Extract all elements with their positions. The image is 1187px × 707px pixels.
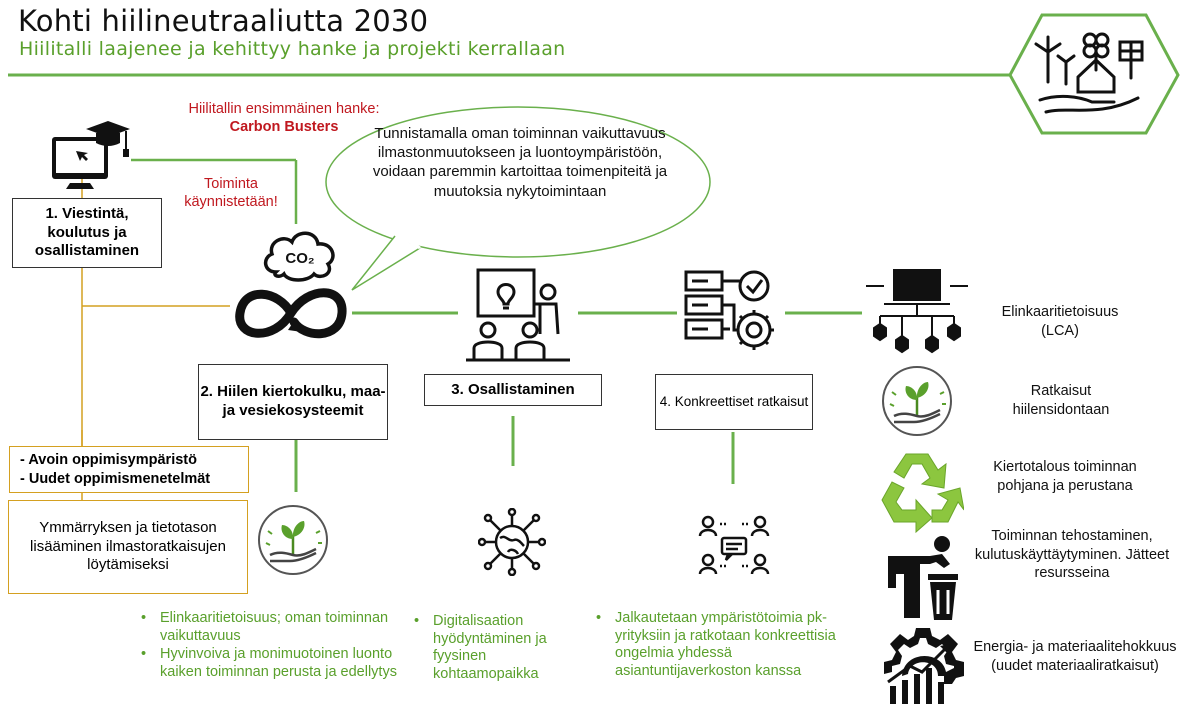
step-1-box: 1. Viestintä, koulutus ja osallistaminen — [12, 198, 162, 268]
right-label-lca: Elinkaaritietoisuus (LCA) — [1001, 304, 1119, 339]
learning-line-1: - Avoin oppimisympäristö — [20, 452, 197, 469]
step-4-label: 4. Konkreettiset ratkaisut — [659, 393, 809, 409]
first-project-intro: Hiilitallin ensimmäinen hanke: Carbon Bu… — [184, 100, 384, 136]
step-2-box: 2. Hiilen kiertokulku, maa- ja vesiekosy… — [198, 364, 388, 440]
understanding-box: Ymmärryksen ja tietotason lisääminen ilm… — [8, 500, 248, 594]
right-label-energy-materials: Energia- ja materiaalitehokkuus (uudet m… — [973, 639, 1177, 674]
presentation-audience-icon — [466, 268, 570, 362]
step-1-label: 1. Viestintä, koulutus ja osallistaminen — [34, 204, 140, 260]
first-project-line: Hiilitallin ensimmäinen hanke: — [188, 101, 380, 117]
page-title: Kohti hiilineutraaliutta 2030 — [18, 4, 429, 38]
first-project-name: Carbon Busters — [229, 119, 339, 136]
team-chat-icon — [698, 515, 770, 575]
bullet-item: Jalkautetaan ympäristötoimia pk-yrityksi… — [596, 610, 865, 681]
bullets-column-3: Digitalisaation hyödyntäminen ja fyysine… — [414, 613, 593, 685]
right-label-carbon-sequestration: Ratkaisut hiilensidontaan — [1012, 383, 1110, 418]
co2-text: CO₂ — [285, 250, 314, 267]
understanding-text: Ymmärryksen ja tietotason lisääminen ilm… — [30, 518, 226, 574]
step-3-label: 3. Osallistaminen — [451, 380, 575, 398]
bullets-column-2: Elinkaaritietoisuus; oman toiminnan vaik… — [141, 610, 408, 683]
right-label-circular-economy: Kiertotalous toiminnan pohjana ja perust… — [993, 459, 1137, 494]
hexagon-frame — [1008, 13, 1180, 135]
server-check-gear-icon — [684, 270, 774, 350]
computer-graduation-icon — [52, 121, 130, 189]
co2-cloud-icon: CO₂ — [263, 231, 335, 282]
speech-bubble-text: Tunnistamalla oman toiminnan vaikuttavuu… — [372, 125, 668, 200]
page-subtitle: Hiilitalli laajenee ja kehittyy hanke ja… — [19, 38, 566, 60]
person-trash-icon — [888, 536, 958, 620]
step-4-box: 4. Konkreettiset ratkaisut — [655, 374, 813, 430]
speech-bubble — [325, 106, 711, 258]
recycle-leaves-icon — [881, 453, 964, 534]
learning-environment-box: - Avoin oppimisympäristö - Uudet oppimis… — [9, 446, 249, 493]
gear-growth-chart-icon — [884, 628, 964, 704]
bullet-item: Digitalisaation hyödyntäminen ja fyysine… — [414, 613, 593, 684]
network-computer-icon — [866, 269, 968, 354]
renewable-energy-house-icon — [1034, 32, 1144, 114]
bullets-column-4: Jalkautetaan ympäristötoimia pk-yrityksi… — [596, 610, 865, 682]
bullet-item: Hyvinvoiva ja monimuotoinen luonto kaike… — [141, 646, 408, 681]
learning-line-2: - Uudet oppimismenetelmät — [20, 470, 211, 487]
step-3-box: 3. Osallistaminen — [424, 374, 602, 406]
hand-sprout-icon — [258, 505, 328, 575]
hand-sprout-icon — [882, 366, 952, 436]
right-label-efficiency: Toiminnan tehostaminen, kulutuskäyttäyty… — [974, 528, 1170, 582]
activity-started-note: Toiminta käynnistetään! — [184, 176, 278, 211]
bullet-item: Elinkaaritietoisuus; oman toiminnan vaik… — [141, 610, 408, 645]
step-2-label: 2. Hiilen kiertokulku, maa- ja vesiekosy… — [200, 383, 386, 419]
globe-circuit-icon — [478, 508, 546, 576]
infinity-cycle-icon — [235, 288, 347, 339]
speech-bubble-tail — [351, 235, 421, 291]
